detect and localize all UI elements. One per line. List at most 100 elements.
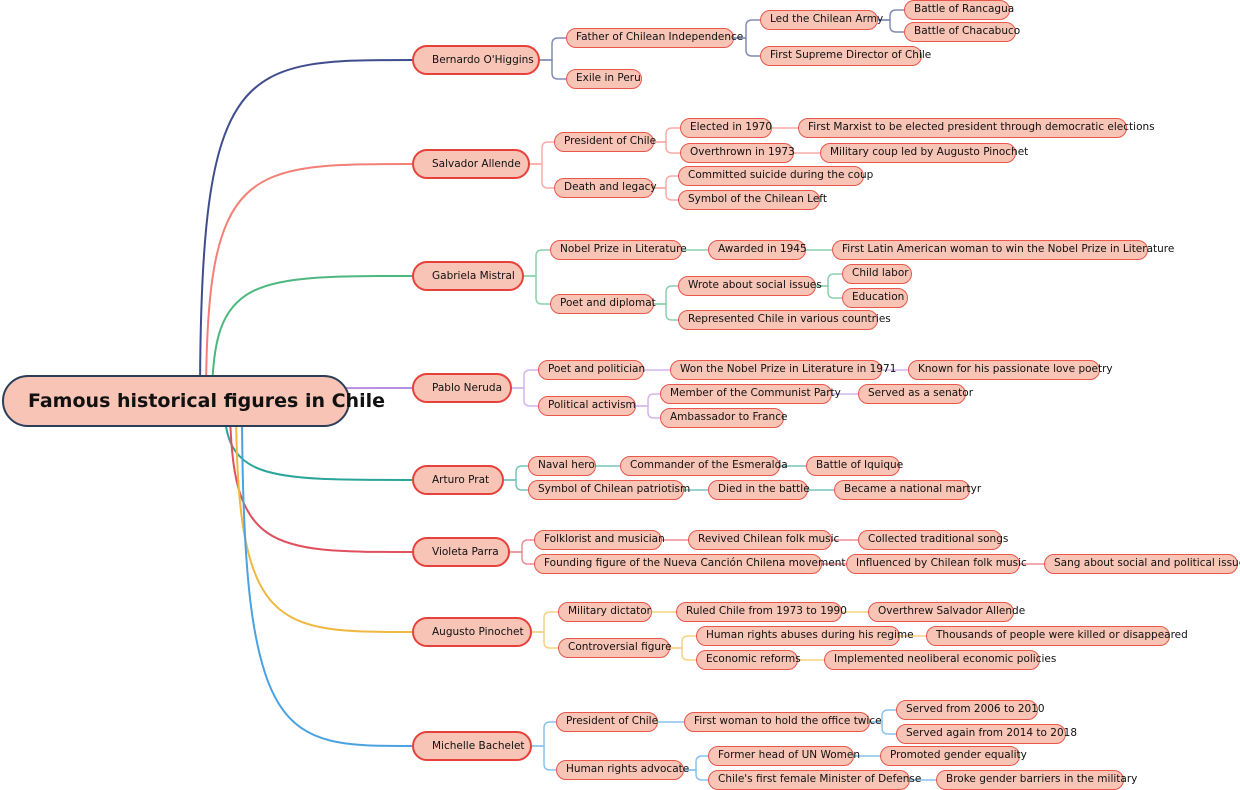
subtopic[interactable]: Elected in 1970 (680, 118, 772, 138)
root-connector (199, 59, 413, 402)
branch-connector (530, 163, 554, 189)
subtopic[interactable]: Wrote about social issues (678, 276, 822, 296)
subtopic[interactable]: Death and legacy (554, 178, 657, 198)
root-connector (205, 163, 413, 402)
branch-connector (654, 141, 680, 154)
subtopic[interactable]: Father of Chilean Independence (566, 28, 743, 48)
subtopic[interactable]: Won the Nobel Prize in Literature in 197… (670, 360, 896, 380)
subtopic[interactable]: Human rights advocate (556, 760, 689, 780)
subtopic[interactable]: Died in the battle (708, 480, 810, 500)
subtopic[interactable]: Collected traditional songs (858, 530, 1008, 550)
subtopic[interactable]: Known for his passionate love poetry (908, 360, 1113, 380)
subtopic[interactable]: Former head of UN Women (708, 746, 860, 766)
branch-connector (504, 465, 528, 481)
branch-connector (654, 303, 678, 321)
subtopic[interactable]: Economic reforms (696, 650, 801, 670)
root-connector (211, 275, 413, 402)
subtopic[interactable]: Battle of Chacabuco (904, 22, 1020, 42)
subtopic[interactable]: President of Chile (556, 712, 658, 732)
subtopic[interactable]: Served again from 2014 to 2018 (896, 724, 1077, 744)
branch-connector (532, 611, 558, 633)
subtopic[interactable]: Founding figure of the Nueva Canción Chi… (534, 554, 845, 574)
subtopic[interactable]: Represented Chile in various countries (678, 310, 891, 330)
topic-pablo-neruda[interactable]: Pablo Neruda (412, 373, 512, 403)
subtopic[interactable]: Sang about social and political issues (1044, 554, 1240, 574)
branch-connector (654, 285, 678, 305)
branch-connector (510, 539, 534, 553)
subtopic[interactable]: Led the Chilean Army (760, 10, 883, 30)
branch-connector (734, 19, 760, 39)
branch-connector (870, 709, 896, 723)
subtopic[interactable]: Exile in Peru (566, 69, 642, 89)
subtopic[interactable]: Committed suicide during the coup (678, 166, 873, 186)
branch-connector (654, 187, 678, 201)
subtopic[interactable]: Overthrew Salvador Allende (868, 602, 1025, 622)
subtopic[interactable]: Member of the Communist Party (660, 384, 841, 404)
topic-bernardo-ohiggins[interactable]: Bernardo O'Higgins (412, 45, 540, 75)
subtopic[interactable]: Symbol of the Chilean Left (678, 190, 827, 210)
subtopic[interactable]: Became a national martyr (834, 480, 981, 500)
topic-michelle-bachelet[interactable]: Michelle Bachelet (412, 731, 532, 761)
subtopic[interactable]: Ambassador to France (660, 408, 787, 428)
branch-connector (636, 393, 660, 407)
subtopic[interactable]: Military dictator (558, 602, 652, 622)
branch-connector (524, 275, 550, 305)
subtopic[interactable]: Poet and diplomat (550, 294, 656, 314)
subtopic[interactable]: First woman to hold the office twice (684, 712, 882, 732)
subtopic[interactable]: Child labor (842, 264, 912, 284)
branch-connector (870, 721, 896, 735)
branch-connector (530, 141, 554, 165)
branch-connector (684, 769, 708, 781)
branch-connector (878, 9, 904, 21)
subtopic[interactable]: Military coup led by Augusto Pinochet (820, 143, 1028, 163)
subtopic[interactable]: First Supreme Director of Chile (760, 46, 931, 66)
subtopic[interactable]: Broke gender barriers in the military (936, 770, 1137, 790)
topic-gabriela-mistral[interactable]: Gabriela Mistral (412, 261, 524, 291)
branch-connector (684, 755, 708, 771)
root-connector (235, 400, 413, 633)
subtopic[interactable]: Overthrown in 1973 (680, 143, 795, 163)
subtopic[interactable]: Thousands of people were killed or disap… (926, 626, 1188, 646)
subtopic[interactable]: Promoted gender equality (880, 746, 1027, 766)
root-connector (229, 400, 413, 553)
subtopic[interactable]: Chile's first female Minister of Defense (708, 770, 921, 790)
subtopic[interactable]: Poet and politician (538, 360, 645, 380)
topic-violeta-parra[interactable]: Violeta Parra (412, 537, 510, 567)
subtopic[interactable]: Naval hero (528, 456, 596, 476)
topic-salvador-allende[interactable]: Salvador Allende (412, 149, 530, 179)
branch-connector (654, 175, 678, 189)
root-topic[interactable]: Famous historical figures in Chile (2, 375, 385, 427)
subtopic[interactable]: Influenced by Chilean folk music (846, 554, 1027, 574)
subtopic[interactable]: Controversial figure (558, 638, 672, 658)
branch-connector (540, 37, 566, 61)
subtopic[interactable]: Folklorist and musician (534, 530, 665, 550)
subtopic[interactable]: Served from 2006 to 2010 (896, 700, 1045, 720)
branch-connector (504, 479, 528, 491)
subtopic[interactable]: Revived Chilean folk music (688, 530, 839, 550)
subtopic[interactable]: Implemented neoliberal economic policies (824, 650, 1056, 670)
subtopic[interactable]: President of Chile (554, 132, 656, 152)
root-connector (223, 400, 413, 481)
branch-connector (878, 19, 904, 33)
topic-augusto-pinochet[interactable]: Augusto Pinochet (412, 617, 532, 647)
branch-connector (512, 387, 538, 407)
subtopic[interactable]: Education (842, 288, 908, 308)
subtopic[interactable]: Political activism (538, 396, 636, 416)
subtopic[interactable]: Battle of Iquique (806, 456, 903, 476)
branch-connector (510, 551, 534, 565)
subtopic[interactable]: Served as a senator (858, 384, 973, 404)
branch-connector (524, 249, 550, 277)
subtopic[interactable]: First Latin American woman to win the No… (832, 240, 1174, 260)
subtopic[interactable]: First Marxist to be elected president th… (798, 118, 1155, 138)
branch-connector (816, 285, 842, 299)
subtopic[interactable]: Symbol of Chilean patriotism (528, 480, 690, 500)
subtopic[interactable]: Battle of Rancagua (904, 0, 1014, 20)
topic-arturo-prat[interactable]: Arturo Prat (412, 465, 504, 495)
branch-connector (816, 273, 842, 287)
subtopic[interactable]: Human rights abuses during his regime (696, 626, 914, 646)
subtopic[interactable]: Commander of the Esmeralda (620, 456, 788, 476)
subtopic[interactable]: Ruled Chile from 1973 to 1990 (676, 602, 847, 622)
subtopic[interactable]: Nobel Prize in Literature (550, 240, 687, 260)
subtopic[interactable]: Awarded in 1945 (708, 240, 807, 260)
branch-connector (636, 405, 660, 419)
